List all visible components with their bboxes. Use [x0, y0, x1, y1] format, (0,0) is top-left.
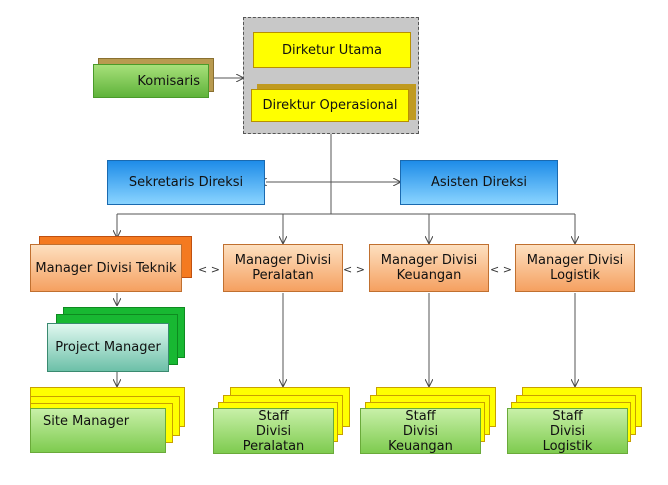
label-direktur-utama: Dirketur Utama [281, 42, 383, 58]
label-mgr-peralatan: Manager Divisi Peralatan [234, 253, 332, 283]
label-staff-logistik: Staff Divisi Logistik [542, 408, 593, 454]
node-mgr-logistik: Manager Divisi Logistik [515, 244, 635, 292]
node-direktur-utama: Dirketur Utama [253, 32, 411, 68]
label-komisaris: Komisaris [137, 73, 200, 89]
node-sekretaris-direksi: Sekretaris Direksi [107, 160, 265, 205]
label-site-manager: Site Manager [43, 414, 130, 429]
connector-keuangan-logistik: < > [490, 263, 512, 276]
label-mgr-teknik: Manager Divisi Teknik [35, 260, 177, 276]
label-project-manager: Project Manager [55, 340, 161, 355]
node-staff-logistik: Staff Divisi Logistik [507, 408, 628, 454]
node-staff-keuangan: Staff Divisi Keuangan [360, 408, 481, 454]
node-mgr-teknik: Manager Divisi Teknik [30, 244, 182, 292]
node-komisaris: Komisaris [93, 64, 209, 98]
node-project-manager: Project Manager [47, 323, 169, 372]
label-direktur-operasional: Direktur Operasional [262, 98, 398, 113]
label-asisten-direksi: Asisten Direksi [430, 175, 528, 190]
label-staff-peralatan: Staff Divisi Peralatan [242, 408, 305, 454]
node-mgr-keuangan: Manager Divisi Keuangan [369, 244, 489, 292]
label-mgr-keuangan: Manager Divisi Keuangan [380, 253, 478, 283]
label-sekretaris-direksi: Sekretaris Direksi [128, 175, 244, 190]
node-mgr-peralatan: Manager Divisi Peralatan [223, 244, 343, 292]
node-direktur-operasional: Direktur Operasional [251, 89, 409, 122]
connector-peralatan-keuangan: < > [343, 263, 365, 276]
connector-teknik-peralatan: < > [198, 263, 220, 276]
label-mgr-logistik: Manager Divisi Logistik [526, 253, 624, 283]
node-asisten-direksi: Asisten Direksi [400, 160, 558, 205]
node-site-manager: Site Manager [30, 408, 166, 453]
node-staff-peralatan: Staff Divisi Peralatan [213, 408, 334, 454]
label-staff-keuangan: Staff Divisi Keuangan [388, 408, 453, 454]
